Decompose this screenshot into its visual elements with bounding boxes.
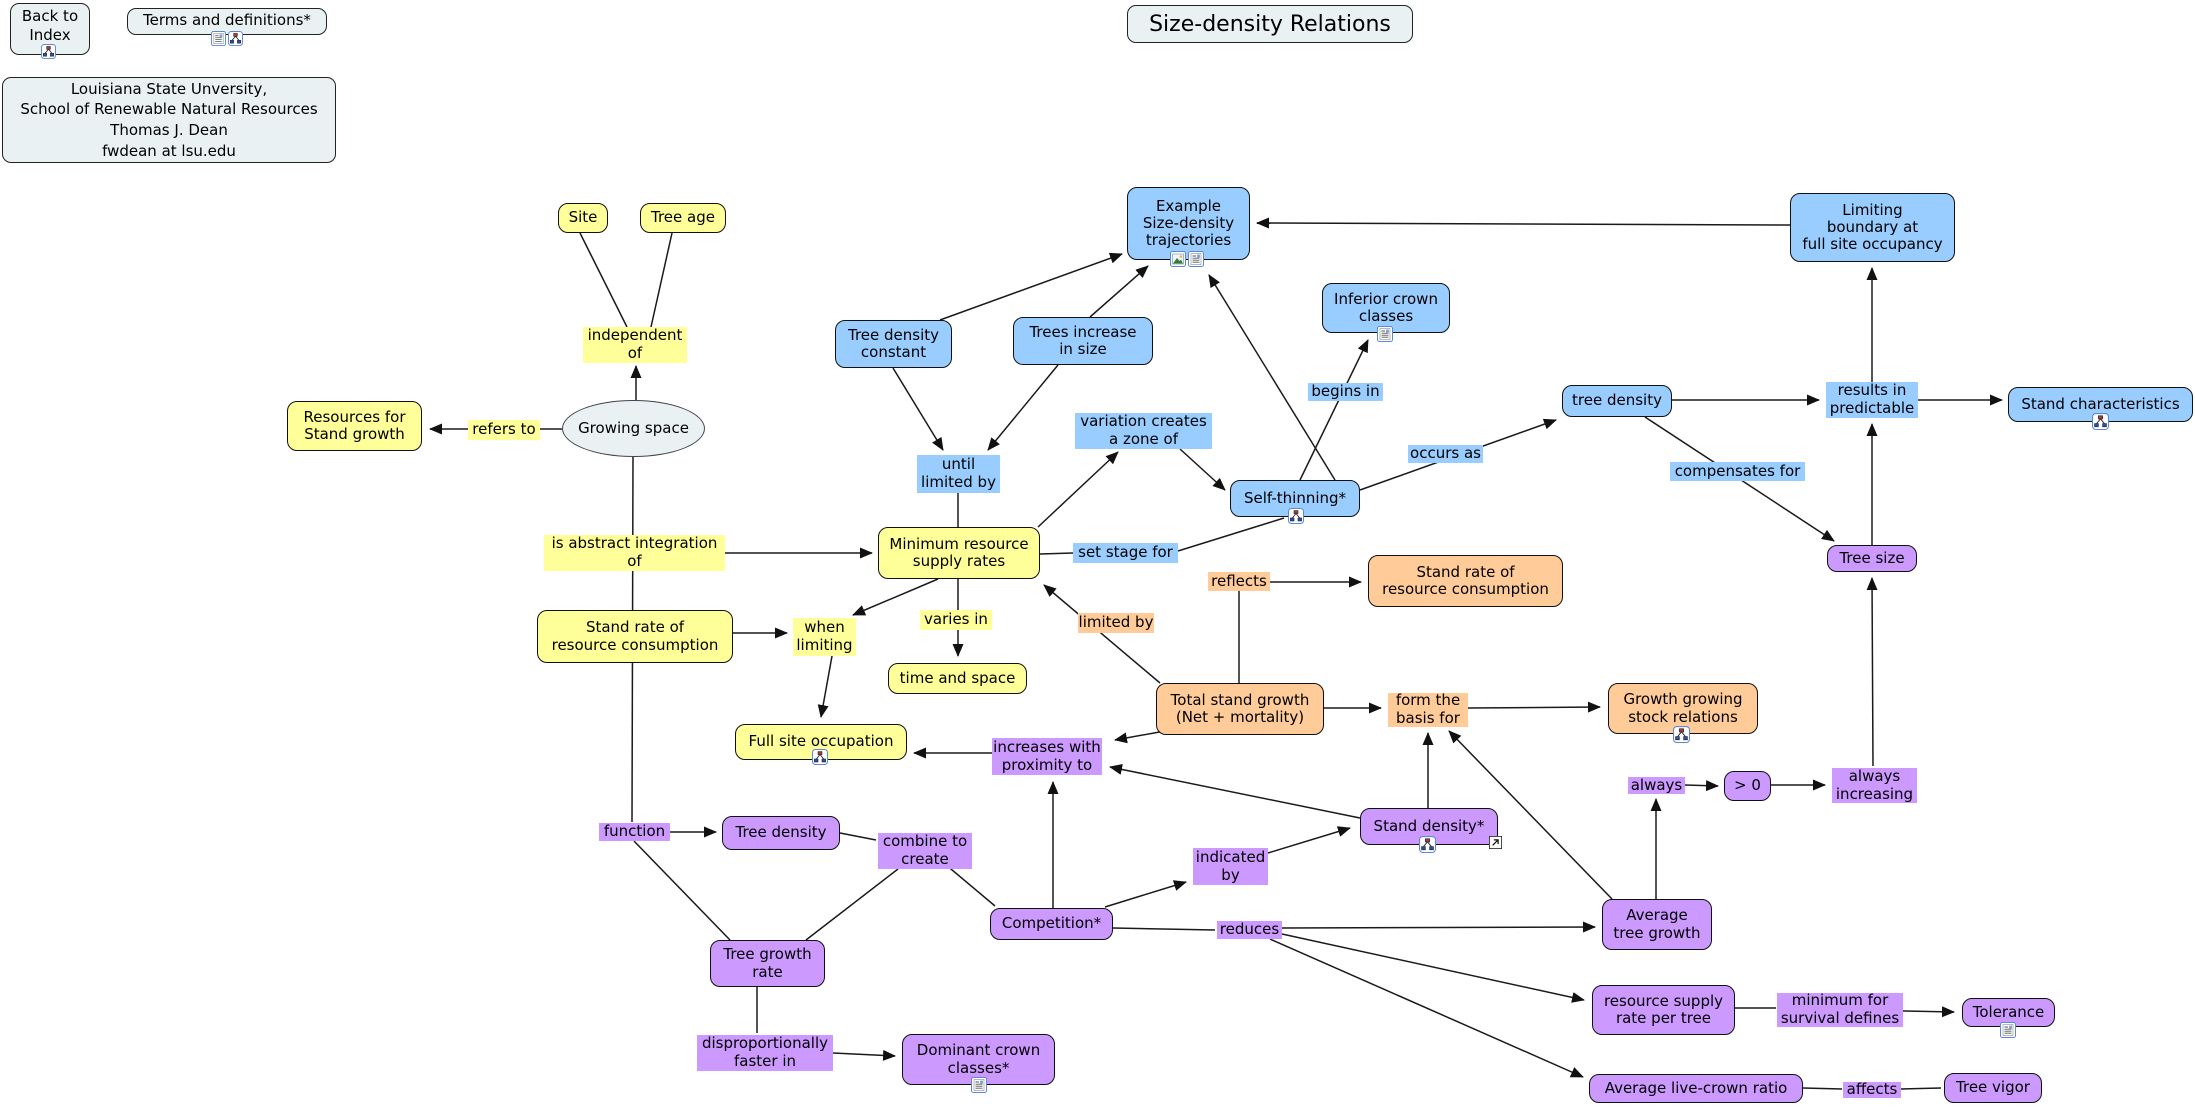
link-reflects[interactable]: reflects [1208,572,1270,591]
concept-inferior-crown-classes[interactable]: Inferior crown classes [1322,283,1450,333]
concept-tree-density-constant[interactable]: Tree density constant [835,320,952,368]
link-begins-in[interactable]: begins in [1308,382,1383,401]
concept-tree-age[interactable]: Tree age [640,203,726,233]
concept-map-icon[interactable] [1288,508,1304,524]
terms-and-definitions-button[interactable]: Terms and definitions* [127,8,327,35]
concept-map-icon[interactable] [1419,836,1436,853]
link-variation-creates-a-zone-of[interactable]: variation creates a zone of [1075,412,1212,449]
credits-box: Louisiana State Unversity, School of Ren… [2,77,336,163]
concept-resources-for-stand-growth[interactable]: Resources for Stand growth [287,401,422,451]
concept-stand-rate-resource-consumption-orange[interactable]: Stand rate of resource consumption [1368,555,1563,607]
link-until-limited-by[interactable]: until limited by [917,455,1000,493]
concept-competition[interactable]: Competition* [990,908,1113,940]
concept-average-live-crown-ratio[interactable]: Average live-crown ratio [1589,1074,1803,1103]
link-always-increasing[interactable]: always increasing [1832,767,1917,803]
page-title: Size-density Relations [1127,5,1413,43]
document-icon[interactable] [971,1077,987,1093]
concept-minimum-resource-supply-rates[interactable]: Minimum resource supply rates [878,527,1040,579]
concept-map-icon[interactable] [41,44,56,59]
link-combine-to-create[interactable]: combine to create [878,832,972,869]
link-refers-to[interactable]: refers to [468,420,540,440]
link-limited-by[interactable]: limited by [1078,613,1154,633]
link-independent-of[interactable]: independent of [583,326,687,363]
image-icon[interactable] [1170,251,1186,267]
link-results-in-predictable[interactable]: results in predictable [1826,381,1918,418]
document-icon[interactable] [211,31,226,46]
link-minimum-for-survival-defines[interactable]: minimum for survival defines [1777,991,1903,1027]
concept-dominant-crown-classes[interactable]: Dominant crown classes* [902,1034,1055,1085]
link-affects[interactable]: affects [1843,1080,1901,1098]
link-set-stage-for[interactable]: set stage for [1073,543,1178,563]
concept-growing-space[interactable]: Growing space [562,400,705,457]
link-reduces[interactable]: reduces [1217,920,1282,939]
link-is-abstract-integration-of[interactable]: is abstract integration of [544,534,725,571]
concept-tree-size[interactable]: Tree size [1827,545,1917,572]
concept-map-icon[interactable] [228,31,243,46]
document-icon[interactable] [1188,251,1204,267]
concept-greater-than-zero[interactable]: > 0 [1724,771,1771,801]
concept-example-size-density-trajectories[interactable]: Example Size-density trajectories [1127,187,1250,260]
document-icon[interactable] [1377,326,1393,342]
link-disproportionally-faster-in[interactable]: disproportionally faster in [697,1034,833,1071]
concept-tree-growth-rate[interactable]: Tree growth rate [710,940,825,987]
concept-tree-density-purple[interactable]: Tree density [722,816,840,850]
link-when-limiting[interactable]: when limiting [793,618,856,656]
concept-tree-density-blue[interactable]: tree density [1562,385,1672,417]
concept-resource-supply-rate-per-tree[interactable]: resource supply rate per tree [1592,985,1735,1035]
link-increases-with-proximity-to[interactable]: increases with proximity to [992,737,1102,775]
link-occurs-as[interactable]: occurs as [1408,444,1483,463]
link-always[interactable]: always [1628,776,1685,794]
link-form-the-basis-for[interactable]: form the basis for [1388,691,1468,727]
link-varies-in[interactable]: varies in [920,610,992,630]
link-compensates-for[interactable]: compensates for [1670,462,1805,481]
concept-map-icon[interactable] [1673,726,1690,743]
concept-map-icon[interactable] [812,749,828,765]
document-icon[interactable] [2000,1022,2016,1038]
concept-growth-growing-stock-relations[interactable]: Growth growing stock relations [1608,683,1758,734]
concept-tree-vigor[interactable]: Tree vigor [1944,1073,2042,1103]
concept-site[interactable]: Site [558,203,608,233]
concept-limiting-boundary-full-site-occupancy[interactable]: Limiting boundary at full site occupancy [1790,193,1955,262]
concept-stand-rate-resource-consumption-yellow[interactable]: Stand rate of resource consumption [537,610,733,663]
link-function[interactable]: function [599,822,670,841]
external-link-icon[interactable] [1489,836,1502,849]
link-indicated-by[interactable]: indicated by [1193,848,1268,885]
concept-average-tree-growth[interactable]: Average tree growth [1602,899,1712,950]
concept-map-icon[interactable] [2092,413,2109,430]
concept-total-stand-growth[interactable]: Total stand growth (Net + mortality) [1156,683,1324,735]
concept-stand-density[interactable]: Stand density* [1360,808,1498,845]
concept-trees-increase-in-size[interactable]: Trees increase in size [1013,317,1153,365]
concept-time-and-space[interactable]: time and space [888,663,1027,694]
